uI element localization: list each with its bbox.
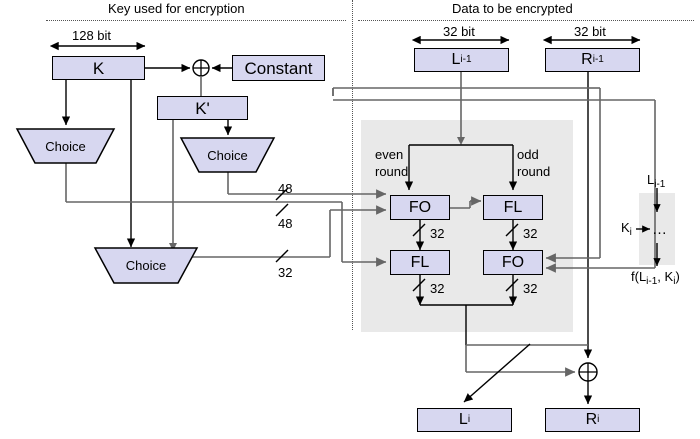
block-fo-even-top[interactable]: FO	[390, 195, 450, 220]
right-output-base: R	[585, 411, 598, 428]
left-input-sub: i-1	[460, 54, 472, 65]
constant-box[interactable]: Constant	[232, 55, 325, 81]
label-even-round-line2: round	[375, 164, 409, 179]
label-key-width: 128 bit	[72, 28, 112, 43]
divider-right-top	[358, 20, 694, 21]
choice-2[interactable]: Choice	[179, 137, 276, 173]
right-output-sub: i	[597, 414, 600, 425]
label-bus-48-lower: 48	[278, 216, 293, 231]
left-input-base: L	[451, 51, 461, 68]
choice-2-label: Choice	[207, 147, 248, 163]
choice-3-label: Choice	[125, 258, 167, 273]
label-left-half-width: 32 bit	[443, 24, 475, 39]
legend-top-base: L	[647, 172, 655, 187]
legend-bottom-mid: , K	[657, 269, 674, 284]
label-width-even-bottom-out: 32	[430, 281, 445, 296]
key-box[interactable]: K	[52, 56, 145, 80]
choice-1[interactable]: Choice	[15, 128, 116, 164]
divider-vertical	[352, 0, 353, 330]
legend-key-sub: i	[629, 227, 632, 238]
kprime-box[interactable]: K'	[157, 96, 248, 120]
left-output-sub: i	[467, 414, 471, 425]
legend-ellipsis-icon: …	[652, 221, 667, 238]
label-right-half-width: 32 bit	[574, 24, 606, 39]
legend-bottom-prefix: f(L	[631, 269, 647, 284]
block-fl-even-bottom[interactable]: FL	[390, 250, 450, 275]
legend-key-label: Ki	[621, 220, 632, 239]
left-output-base: L	[458, 411, 468, 428]
right-input-base: R	[581, 51, 593, 68]
label-even-round-line1: even	[375, 147, 404, 162]
legend-top-sub: i-1	[654, 179, 666, 190]
header-key-section: Key used for encryption	[108, 1, 245, 16]
round-function-panel	[361, 120, 573, 332]
choice-1-label: Choice	[45, 138, 86, 154]
label-bus-32: 32	[278, 265, 293, 280]
label-width-even-top-out: 32	[430, 226, 445, 241]
choice-3[interactable]: Choice	[93, 247, 199, 284]
label-width-odd-top-out: 32	[523, 226, 538, 241]
legend-key-base: K	[621, 220, 630, 235]
block-fo-odd-bottom[interactable]: FO	[483, 250, 543, 275]
legend-bottom-sub1: i-1	[646, 276, 658, 287]
label-width-odd-bottom-out: 32	[523, 281, 538, 296]
legend-bottom-label: f(Li-1, Ki)	[631, 269, 680, 288]
right-input-sub: i-1	[592, 54, 604, 65]
label-odd-round-line2: round	[517, 164, 551, 179]
legend-top-label: Li-1	[647, 172, 666, 191]
legend-bottom-sub2: i	[673, 276, 676, 287]
header-data-section: Data to be encrypted	[452, 1, 573, 16]
label-bus-48-upper: 48	[278, 181, 293, 196]
label-odd-round-line1: odd	[517, 147, 539, 162]
legend-bottom-end: )	[675, 269, 680, 284]
block-fl-odd-top[interactable]: FL	[483, 195, 543, 220]
divider-left-top	[46, 20, 346, 21]
